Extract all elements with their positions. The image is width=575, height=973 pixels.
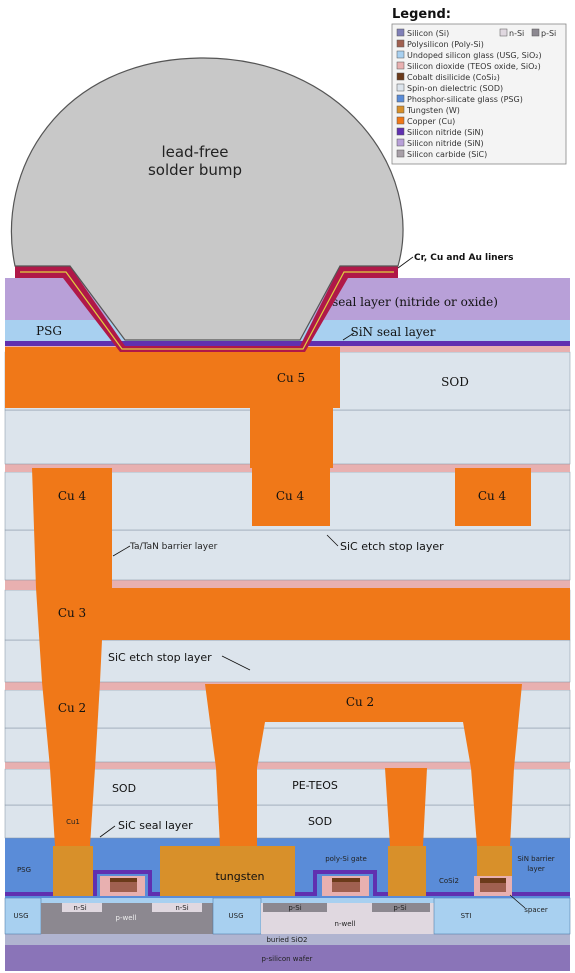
- legend-item-7: Copper (Cu): [407, 117, 455, 126]
- liners-label: Cr, Cu and Au liners: [414, 253, 513, 263]
- cu2-left: [42, 682, 100, 768]
- wafer-layer: [5, 945, 570, 971]
- legend-title: Legend:: [392, 7, 451, 22]
- sin-barrier-label-2: layer: [527, 865, 545, 873]
- tungsten-block: [160, 846, 295, 896]
- cu2-right-label: Cu 2: [346, 695, 374, 709]
- solder-bump: [10, 57, 404, 341]
- legend-item-2: Silicon dioxide (TEOS oxide, SiO₂): [407, 62, 541, 71]
- psi-region-2: [372, 903, 430, 912]
- ta-barrier-arrow: [112, 545, 131, 557]
- gate-right-cosi: [480, 878, 506, 883]
- ta-barrier-label: Ta/TaN barrier layer: [129, 542, 218, 552]
- liner-outer: [15, 266, 398, 352]
- nsi-region-1: [62, 903, 102, 912]
- legend-item-9: Silicon nitride (SiN): [407, 139, 484, 148]
- cu4-left: [32, 468, 112, 588]
- nsi-region-2: [152, 903, 202, 912]
- legend-item-5: Phosphor-silicate glass (PSG): [407, 95, 523, 104]
- cu5-label: Cu 5: [277, 371, 305, 385]
- usg-left-label: USG: [14, 912, 29, 920]
- cu4-left-label: Cu 4: [58, 489, 87, 503]
- legend-item-0: Polysilicon (Poly-Si): [407, 40, 484, 49]
- gate-left-cosi: [110, 878, 137, 882]
- sin-barrier-label-1: SiN barrier: [517, 855, 554, 863]
- cu3-label: Cu 3: [58, 606, 86, 620]
- spacer-arrow: [509, 894, 526, 909]
- cu4-right-label: Cu 4: [478, 489, 507, 503]
- cu1-via-4: [471, 768, 514, 846]
- cu2-left-label: Cu 2: [58, 701, 86, 715]
- tungsten-label: tungsten: [215, 870, 264, 883]
- seal-layer-label: seal layer (nitride or oxide): [332, 295, 498, 309]
- nsi-label-2: n-Si: [175, 904, 188, 912]
- legend-item-4: Spin-on dielectric (SOD): [407, 84, 503, 93]
- cu4-mid-label: Cu 4: [276, 489, 305, 503]
- sic-etch-2-arrow: [221, 655, 251, 671]
- legend-item-10: Silicon carbide (SiC): [407, 150, 487, 159]
- legend-silicon: Silicon (Si): [407, 29, 449, 38]
- psi-label-2: p-Si: [393, 904, 406, 912]
- buried-oxide-layer: [5, 934, 570, 945]
- legend-psi: p-Si: [541, 29, 556, 38]
- sic-etch-2-label: SiC etch stop layer: [108, 651, 212, 664]
- wafer-label: p-silicon wafer: [262, 955, 313, 963]
- legend-item-1: Undoped silicon glass (USG, SiO₂): [407, 51, 542, 60]
- poly-gate-label: poly-Si gate: [325, 855, 367, 863]
- sic-seal-arrow: [99, 825, 116, 838]
- spacer-label: spacer: [524, 906, 548, 914]
- sti-region: [433, 897, 571, 935]
- cu4-mid: [252, 468, 330, 526]
- cu1-via-2: [216, 768, 257, 846]
- liner-yellow: [20, 271, 394, 350]
- cu1-via-3: [385, 768, 427, 846]
- pwell-label: p-well: [116, 914, 137, 922]
- cu5: [5, 347, 340, 468]
- legend-item-6: Tungsten (W): [406, 106, 460, 115]
- sti-label: STI: [461, 912, 472, 920]
- cu1-via-1: [50, 768, 95, 846]
- pe-teos-label: PE-TEOS: [292, 779, 338, 792]
- buried-oxide-label: buried SiO2: [266, 936, 307, 944]
- legend-item-3: Cobalt disilicide (CoSi₂): [407, 73, 500, 82]
- solder-bump-label-2: solder bump: [148, 161, 242, 179]
- sic-etch-1-arrow: [326, 534, 339, 547]
- sic-seal-label: SiC seal layer: [118, 819, 193, 832]
- sic-etch-1-label: SiC etch stop layer: [340, 540, 444, 553]
- psi-label-1: p-Si: [288, 904, 301, 912]
- gate-mid-cosi: [332, 878, 360, 882]
- psg-bottom-label: PSG: [17, 866, 31, 874]
- solder-bump-label-1: lead-free: [161, 143, 228, 161]
- cosi2-label: CoSi2: [439, 877, 459, 885]
- nwell-label: n-well: [335, 920, 356, 928]
- tungsten-plug-3: [388, 846, 426, 896]
- cu1-label: Cu1: [66, 818, 80, 826]
- usg-mid-label: USG: [229, 912, 244, 920]
- nsi-label-1: n-Si: [73, 904, 86, 912]
- sin-seal-label: SiN seal layer: [350, 325, 435, 339]
- sod-mid-label: SOD: [308, 815, 332, 828]
- legend: Legend: Silicon (Si) n-Si p-Si Polysilic…: [391, 7, 567, 165]
- tungsten-plug-4: [477, 846, 512, 876]
- liners-arrow: [397, 256, 414, 269]
- legend-nsi: n-Si: [509, 29, 524, 38]
- sod-lower-label: SOD: [112, 782, 136, 795]
- legend-item-8: Silicon nitride (SiN): [407, 128, 484, 137]
- sin-seal-arrow: [342, 332, 355, 341]
- psg-top-label: PSG: [36, 324, 62, 338]
- sod-top-label: SOD: [441, 375, 469, 389]
- usg-mid: [212, 897, 262, 935]
- cu2-right: [205, 684, 522, 768]
- tungsten-plug-1: [53, 846, 93, 896]
- cu3: [36, 588, 570, 682]
- cu4-right: [455, 468, 531, 526]
- psi-region-1: [263, 903, 327, 912]
